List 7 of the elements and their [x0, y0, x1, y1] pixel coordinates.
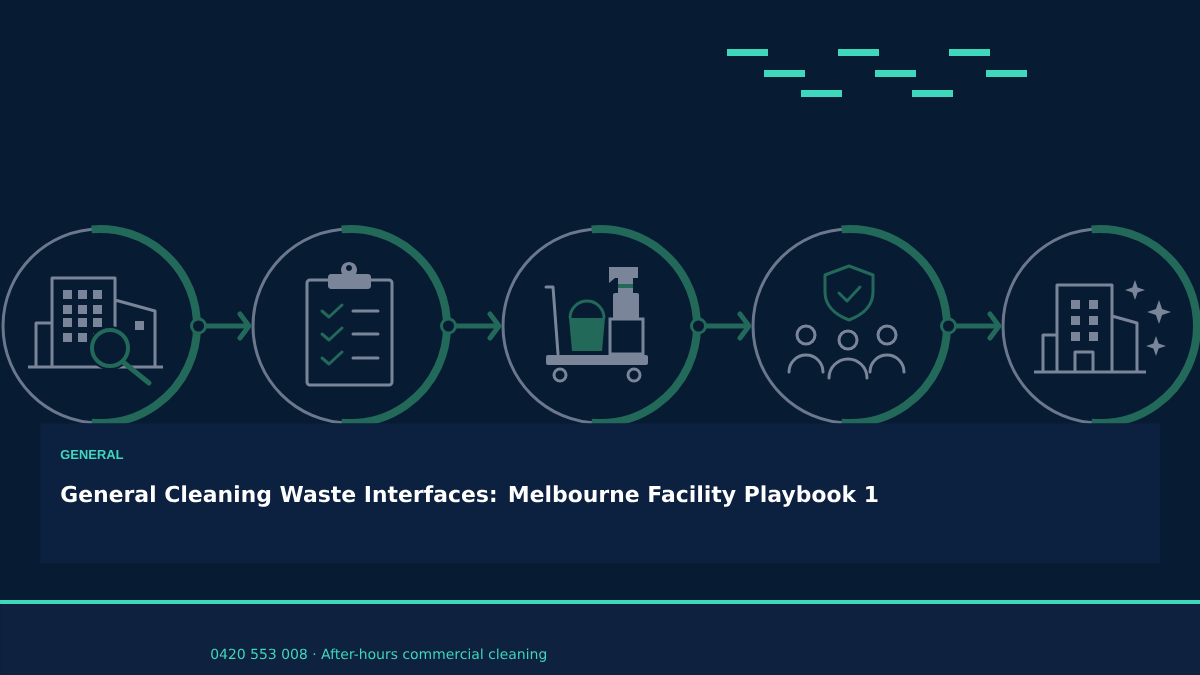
contact-text: 0420 553 008 · After-hours commercial cleaning	[211, 648, 546, 662]
arrow	[455, 311, 502, 341]
arrow	[205, 311, 252, 341]
card-title: General Cleaning Waste Interfaces: Melbourne Facility Playbook 1	[61, 485, 878, 507]
arrow	[705, 311, 752, 341]
arrow	[955, 311, 1002, 341]
category-label: GENERAL	[60, 449, 124, 460]
